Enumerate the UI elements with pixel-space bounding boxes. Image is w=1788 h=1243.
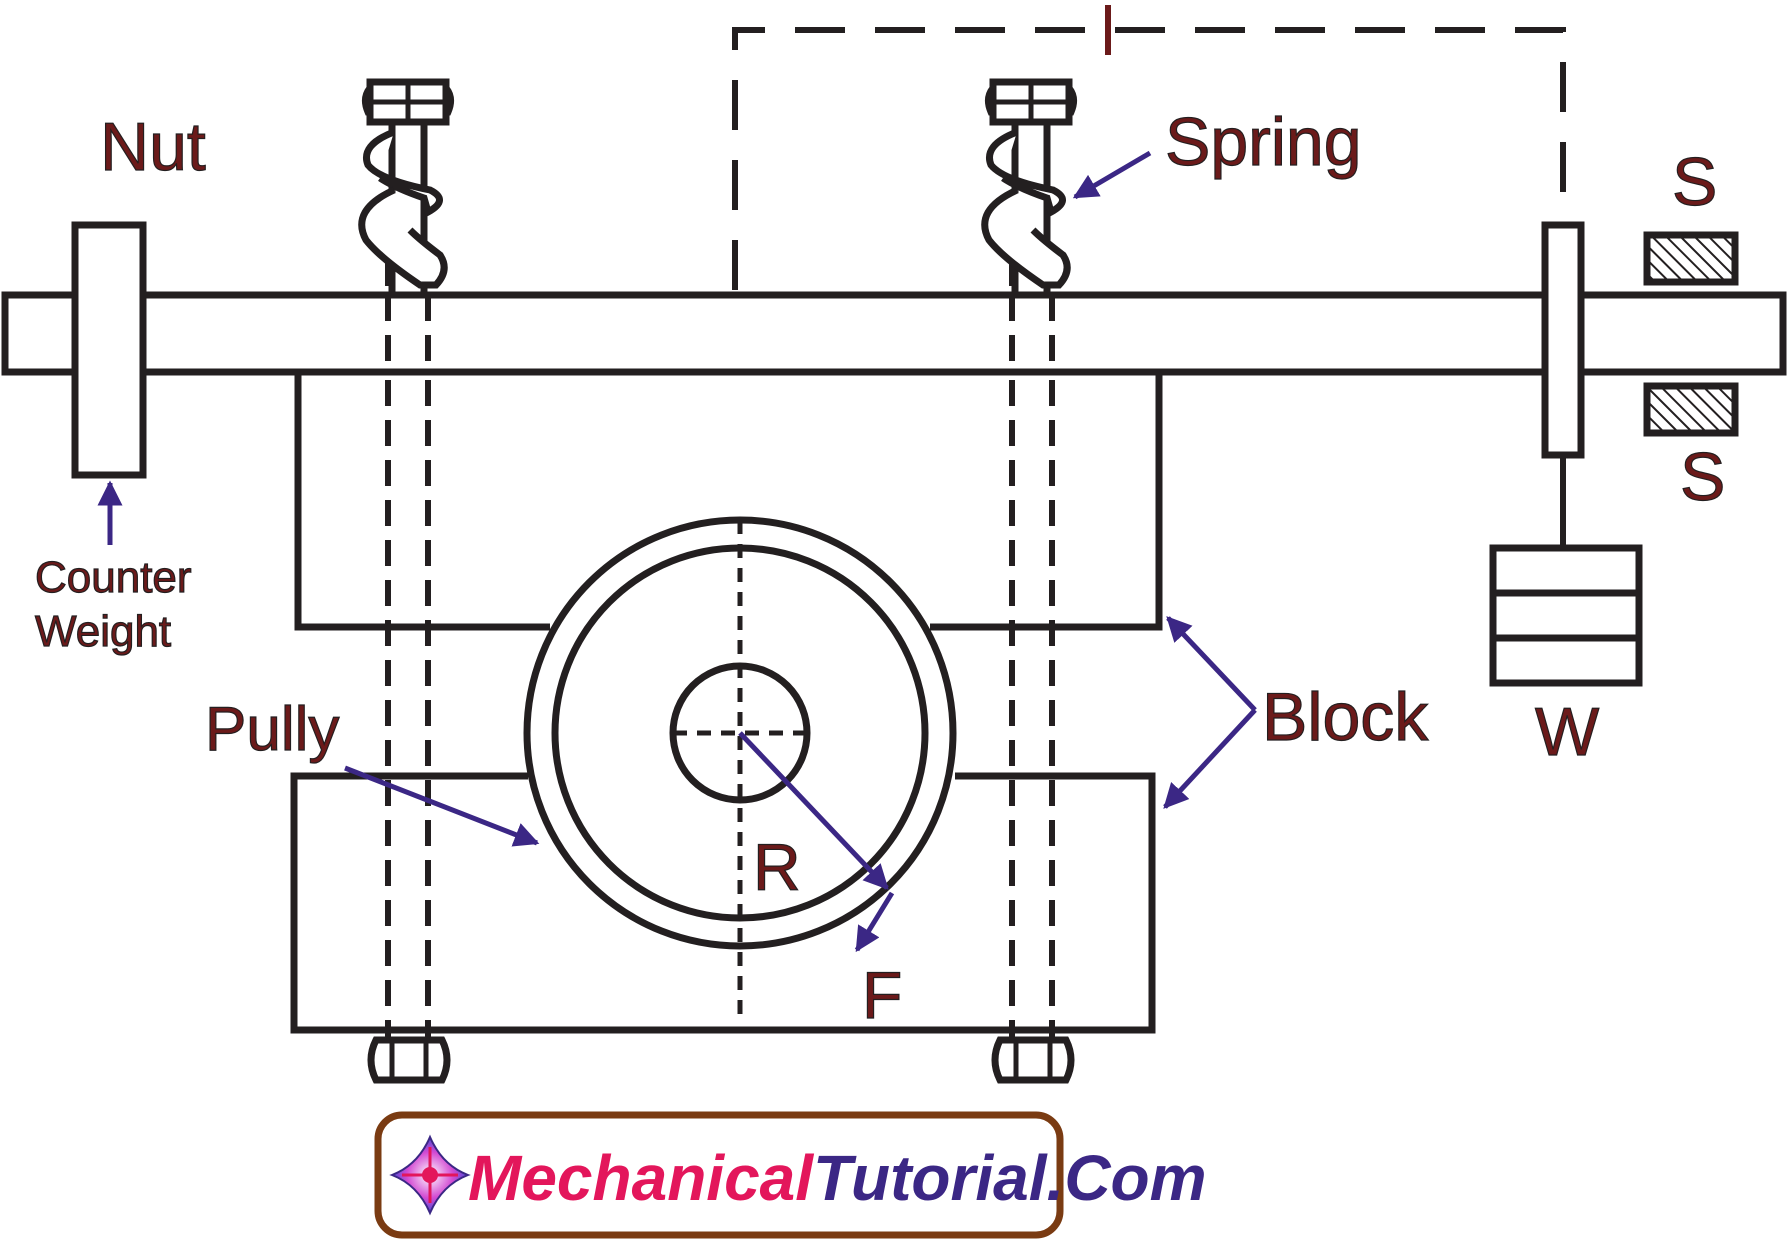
block-leader-lower	[1163, 708, 1257, 809]
friction-force-arrow	[854, 891, 895, 953]
label-s-bottom: S	[1680, 439, 1725, 515]
right-bolt-hidden-lines	[1009, 260, 1055, 1050]
pully-leader	[344, 765, 540, 847]
block-leader-upper	[1166, 616, 1257, 712]
spring-leader	[1072, 150, 1152, 200]
label-r: R	[753, 830, 801, 904]
weight-block	[1489, 544, 1643, 687]
label-pully: Pully	[205, 695, 339, 764]
dashed-frame	[732, 5, 1566, 290]
watermark-part1: Mechanical	[468, 1142, 814, 1214]
left-bolt-head	[367, 1036, 451, 1084]
svg-text:MechanicalTutorial.Com: MechanicalTutorial.Com	[468, 1142, 1207, 1214]
stop-top	[1643, 231, 1739, 286]
left-spring	[358, 78, 455, 299]
label-s-top: S	[1672, 144, 1717, 220]
left-bolt-hidden-lines	[385, 260, 431, 1050]
lower-block	[290, 772, 1156, 1034]
label-weight: Weight	[35, 607, 171, 656]
weight-hanger	[1541, 221, 1585, 548]
counter-weight	[71, 221, 147, 479]
right-bolt-head	[991, 1036, 1075, 1084]
lever-arm	[1, 291, 1787, 376]
label-w: W	[1535, 694, 1599, 770]
label-f: F	[862, 958, 902, 1032]
label-block: Block	[1262, 679, 1429, 755]
radius-arrow	[738, 731, 889, 890]
watermark-part2: Tutorial.Com	[813, 1142, 1207, 1214]
label-counter: Counter	[35, 553, 192, 602]
upper-block	[294, 375, 1163, 631]
flower-logo-icon	[389, 1134, 471, 1216]
right-spring	[981, 78, 1078, 299]
label-nut: Nut	[100, 109, 206, 185]
pulley	[523, 516, 957, 1020]
stop-bottom	[1643, 382, 1739, 437]
watermark: MechanicalTutorial.Com	[374, 1111, 1207, 1239]
label-spring: Spring	[1165, 104, 1362, 180]
